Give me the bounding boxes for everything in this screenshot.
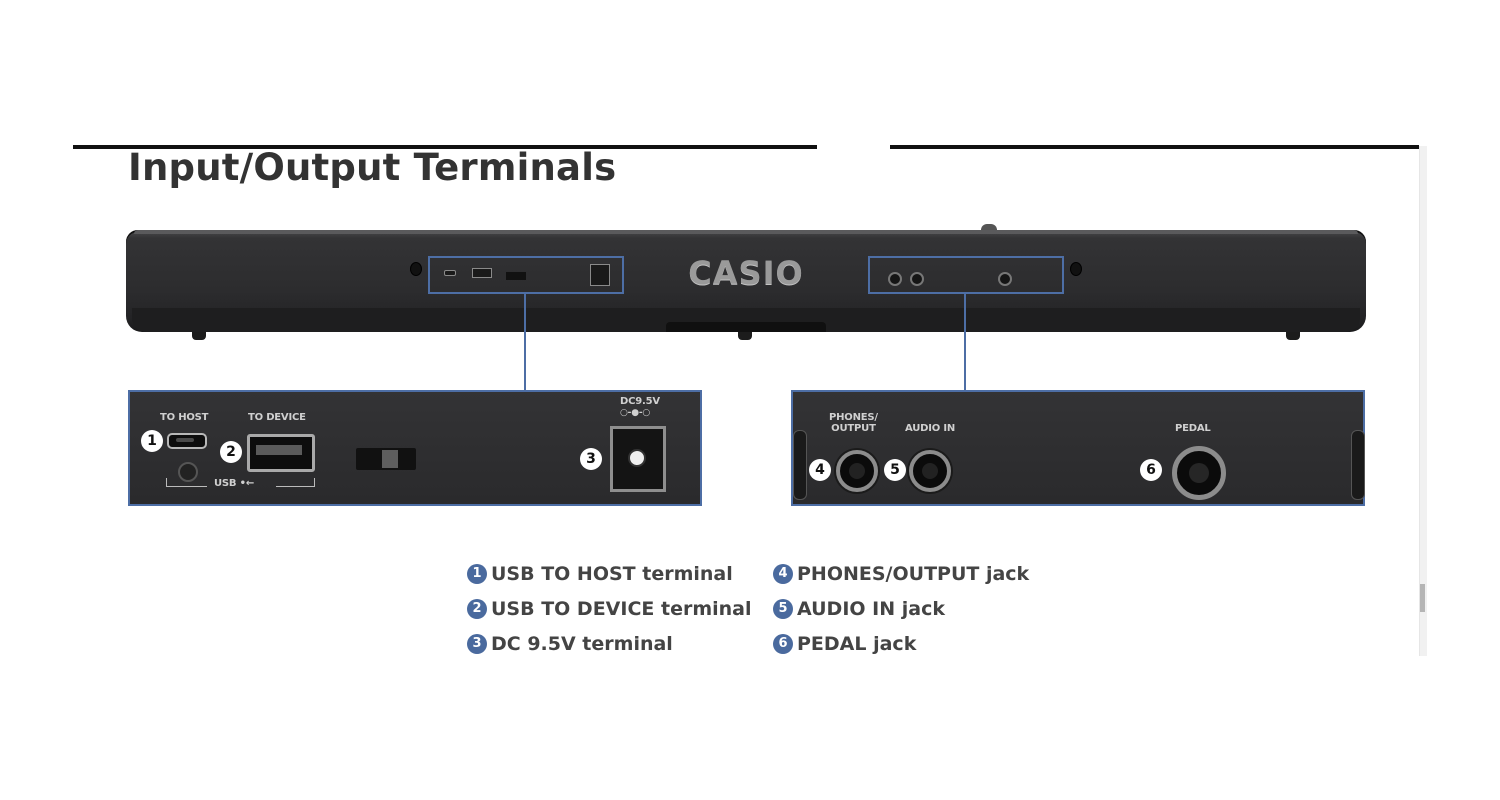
phones-output-jack <box>836 450 878 492</box>
dc-label: DC9.5V <box>620 396 660 407</box>
dc-jack <box>610 426 666 492</box>
usb-label: USB •← <box>214 478 255 489</box>
legend-item: 5 AUDIO IN jack <box>773 598 945 620</box>
mini-usb-host-port <box>444 270 456 276</box>
pedal-label: PEDAL <box>1175 423 1211 434</box>
mini-panel-right <box>868 256 1064 294</box>
to-host-label: TO HOST <box>160 412 209 423</box>
mini-usb-device-port <box>472 268 492 278</box>
mini-audio-in-jack <box>910 272 924 286</box>
scrollbar-thumb[interactable] <box>1420 584 1425 612</box>
slide-switch <box>356 448 416 470</box>
usb-bracket-left <box>166 478 207 487</box>
header-rule-right <box>890 145 1419 149</box>
phones-output-label: PHONES/ OUTPUT <box>829 412 878 434</box>
legend-number-badge: 2 <box>467 599 487 619</box>
badge-1: 1 <box>141 430 163 452</box>
zoom-panel-left: TO HOST TO DEVICE 1 2 USB •← DC9.5V ○-●-… <box>128 390 702 506</box>
legend-number-badge: 1 <box>467 564 487 584</box>
keyboard-screw <box>410 262 422 276</box>
legend-item: 1 USB TO HOST terminal <box>467 563 733 585</box>
mini-phones-jack <box>888 272 902 286</box>
zoom-panel-right: PHONES/ OUTPUT AUDIO IN PEDAL 4 5 6 <box>791 390 1365 506</box>
connector-line-right <box>964 292 966 390</box>
usb-bracket-right <box>276 478 315 487</box>
audio-in-jack <box>909 450 951 492</box>
usb-to-host-port <box>167 433 207 449</box>
panel-edge-right <box>1351 430 1365 500</box>
page-title: Input/Output Terminals <box>128 146 617 189</box>
keyboard-foot <box>192 332 206 340</box>
audio-in-label: AUDIO IN <box>905 423 956 434</box>
keyboard-top-edge <box>134 230 1358 234</box>
keyboard-knob <box>981 224 997 234</box>
badge-5: 5 <box>884 459 906 481</box>
ground-screw <box>178 462 198 482</box>
legend-number-badge: 4 <box>773 564 793 584</box>
legend-number-badge: 6 <box>773 634 793 654</box>
keyboard-recess <box>666 322 826 332</box>
keyboard-foot <box>1286 332 1300 340</box>
legend-number-badge: 3 <box>467 634 487 654</box>
connector-line-left <box>524 292 526 390</box>
legend-label: DC 9.5V terminal <box>491 633 673 655</box>
legend-label: PEDAL jack <box>797 633 917 655</box>
mini-dc-jack <box>590 264 610 286</box>
legend-item: 3 DC 9.5V terminal <box>467 633 673 655</box>
badge-3: 3 <box>580 448 602 470</box>
mini-switch <box>506 272 526 280</box>
legend-item: 6 PEDAL jack <box>773 633 916 655</box>
usb-to-device-port <box>247 434 315 472</box>
casio-logo: CASIO <box>688 254 804 292</box>
badge-4: 4 <box>809 459 831 481</box>
keyboard-foot <box>738 332 752 340</box>
mini-panel-left <box>428 256 624 294</box>
badge-2: 2 <box>220 441 242 463</box>
badge-6: 6 <box>1140 459 1162 481</box>
keyboard-screw <box>1070 262 1082 276</box>
legend-item: 2 USB TO DEVICE terminal <box>467 598 752 620</box>
legend-item: 4 PHONES/OUTPUT jack <box>773 563 1029 585</box>
header-rule-left <box>73 145 817 149</box>
panel-edge-left <box>793 430 807 500</box>
mini-pedal-jack <box>998 272 1012 286</box>
to-device-label: TO DEVICE <box>248 412 306 423</box>
legend-label: USB TO DEVICE terminal <box>491 598 752 620</box>
legend-label: AUDIO IN jack <box>797 598 945 620</box>
pedal-jack <box>1172 446 1226 500</box>
dc-polarity-symbol: ○-●-○ <box>620 408 651 418</box>
legend-number-badge: 5 <box>773 599 793 619</box>
keyboard-rear-image: CASIO <box>126 224 1366 344</box>
legend-label: PHONES/OUTPUT jack <box>797 563 1030 585</box>
legend-label: USB TO HOST terminal <box>491 563 733 585</box>
scrollbar-track[interactable] <box>1419 146 1427 656</box>
